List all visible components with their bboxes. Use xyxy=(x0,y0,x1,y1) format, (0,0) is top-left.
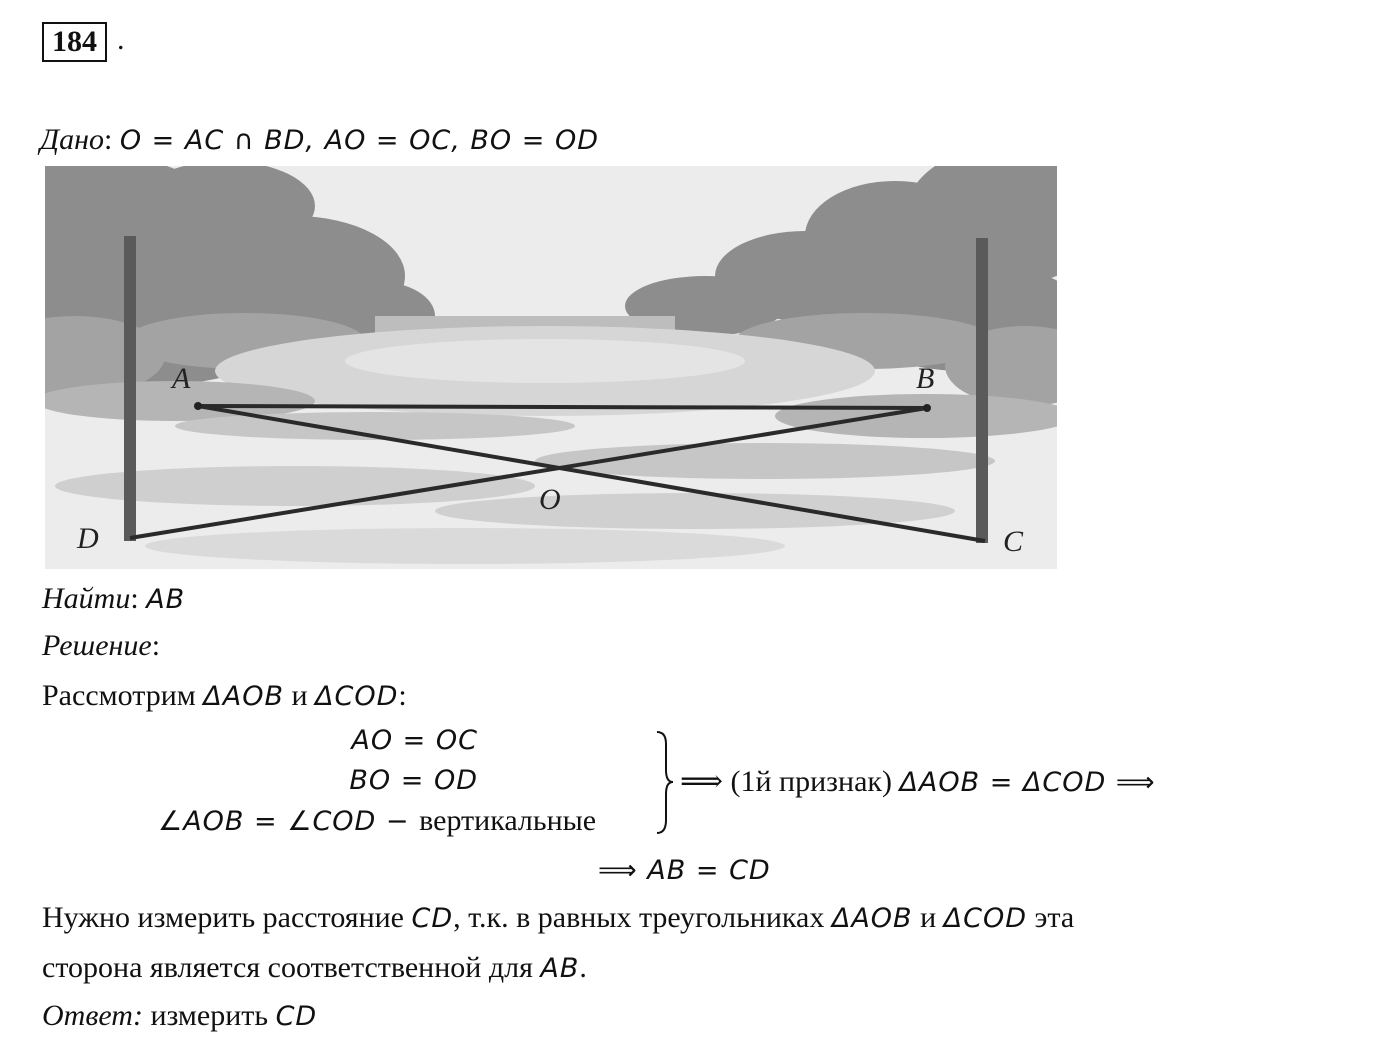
given-formula: O = AC ∩ BD, AO = OC, BO = OD xyxy=(119,125,599,156)
solution-label: Решение xyxy=(42,629,152,662)
system-eq2: BO = OD xyxy=(150,762,478,799)
find-label: Найти xyxy=(42,582,131,615)
eq3-text: вертикальные xyxy=(419,804,597,837)
given-colon: : xyxy=(103,123,113,156)
solution-colon: : xyxy=(151,629,161,662)
expl-l1-t1: ΔAOB xyxy=(831,903,913,934)
given-line: Дано: O = AC ∩ BD, AO = OC, BO = OD xyxy=(40,122,599,159)
problem-number: 184 xyxy=(42,22,107,62)
eq3-math: ∠AOB = ∠COD − xyxy=(158,806,420,837)
expl-l1-c: эта xyxy=(1027,901,1075,934)
expl-l2-dot: . xyxy=(579,951,587,984)
point-label-o: O xyxy=(539,483,561,516)
system-conclusion: ⟹ (1й признак) ΔAOB = ΔCOD ⟹ xyxy=(680,764,1156,801)
implies-criterion: ⟹ (1й признак) xyxy=(680,765,900,798)
solution-line: Решение: xyxy=(42,628,160,664)
consider-and: и xyxy=(283,679,316,712)
point-label-a: A xyxy=(170,362,191,395)
consider-text: Рассмотрим xyxy=(42,679,204,712)
consider-colon: : xyxy=(398,679,407,712)
point-label-b: B xyxy=(916,362,934,395)
answer-value: CD xyxy=(275,1001,318,1032)
eq2-text: BO = OD xyxy=(349,765,478,796)
consider-line: Рассмотрим ΔAOB и ΔCOD: xyxy=(42,678,407,715)
point-label-d: D xyxy=(76,522,99,555)
system-eq1: AO = OC xyxy=(150,722,478,759)
given-label: Дано xyxy=(40,123,104,156)
triangles-equal: ΔAOB = ΔCOD ⟹ xyxy=(899,767,1156,798)
river-crossing-figure: A B C D O xyxy=(45,166,1057,569)
eq1-text: AO = OC xyxy=(351,725,478,756)
expl-l1-a: Нужно измерить расстояние xyxy=(42,901,412,934)
problem-number-dot: . xyxy=(117,23,125,56)
expl-l1-t2: ΔCOD xyxy=(943,903,1028,934)
answer-line: Ответ: измерить CD xyxy=(42,998,317,1035)
ab-equals-cd: ⟹ AB = CD xyxy=(598,855,771,886)
find-value: AB xyxy=(146,584,186,615)
find-colon: : xyxy=(130,582,139,615)
expl-l2-a: сторона является соответственной для xyxy=(42,951,541,984)
system-result: ⟹ AB = CD xyxy=(598,852,771,889)
point-label-c: C xyxy=(1003,525,1024,558)
triangle-aob: ΔAOB xyxy=(203,681,284,712)
expl-l1-b: , т.к. в равных треугольниках xyxy=(453,901,832,934)
triangle-cod: ΔCOD xyxy=(315,681,399,712)
find-line: Найти: AB xyxy=(42,581,185,618)
explanation-line1: Нужно измерить расстояние CD, т.к. в рав… xyxy=(42,900,1074,937)
system-eq3: ∠AOB = ∠COD − вертикальные xyxy=(158,803,596,840)
explanation-line2: сторона является соответственной для AB. xyxy=(42,950,587,987)
answer-text: измерить xyxy=(142,999,276,1032)
expl-l1-cd: CD xyxy=(411,903,454,934)
expl-l2-ab: AB xyxy=(540,953,580,984)
right-brace-icon xyxy=(656,731,674,834)
expl-l1-and: и xyxy=(912,901,944,934)
answer-label: Ответ: xyxy=(42,999,143,1032)
